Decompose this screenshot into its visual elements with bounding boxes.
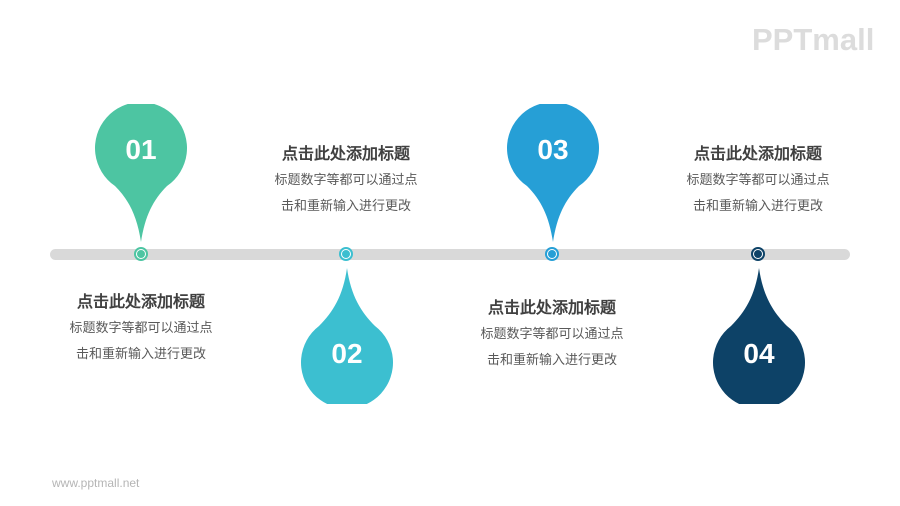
step-description: 标题数字等都可以通过点 击和重新输入进行更改 [452,322,652,374]
step-description: 标题数字等都可以通过点 击和重新输入进行更改 [41,316,241,368]
timeline-node-01 [134,247,148,261]
pptmall-logo: PPTmall [752,22,875,57]
pin-marker-03: 03 [507,104,599,244]
step-number: 03 [537,134,569,165]
water-drop-icon [713,268,805,404]
timeline-node-04 [751,247,765,261]
step-text-02: 点击此处添加标题 标题数字等都可以通过点 击和重新输入进行更改 [246,144,446,220]
desc-line: 标题数字等都可以通过点 [686,173,830,188]
step-description: 标题数字等都可以通过点 击和重新输入进行更改 [658,168,858,220]
step-title: 点击此处添加标题 [281,144,410,163]
desc-line: 击和重新输入进行更改 [280,199,411,214]
water-drop-icon [301,268,393,404]
desc-line: 击和重新输入进行更改 [692,199,823,214]
desc-line: 击和重新输入进行更改 [486,353,617,368]
step-number: 02 [331,338,363,369]
step-number: 01 [125,134,157,165]
step-text-04: 点击此处添加标题 标题数字等都可以通过点 击和重新输入进行更改 [658,144,858,220]
step-title: 点击此处添加标题 [76,292,205,311]
pin-marker-01: 01 [95,104,187,244]
step-text-03: 点击此处添加标题 标题数字等都可以通过点 击和重新输入进行更改 [452,298,652,374]
step-description: 标题数字等都可以通过点 击和重新输入进行更改 [246,168,446,220]
timeline-node-02 [339,247,353,261]
drop-marker-04: 04 [713,266,805,404]
footer-url: www.pptmall.net [52,476,140,490]
timeline-track [50,249,850,260]
map-pin-icon [507,104,599,242]
desc-line: 击和重新输入进行更改 [75,347,206,362]
step-title: 点击此处添加标题 [487,298,616,317]
timeline-node-03 [545,247,559,261]
desc-line: 标题数字等都可以通过点 [480,327,624,342]
step-text-01: 点击此处添加标题 标题数字等都可以通过点 击和重新输入进行更改 [41,292,241,368]
map-pin-icon [95,104,187,242]
step-title: 点击此处添加标题 [693,144,822,163]
step-number: 04 [743,338,775,369]
desc-line: 标题数字等都可以通过点 [274,173,418,188]
drop-marker-02: 02 [301,266,393,404]
desc-line: 标题数字等都可以通过点 [69,321,213,336]
